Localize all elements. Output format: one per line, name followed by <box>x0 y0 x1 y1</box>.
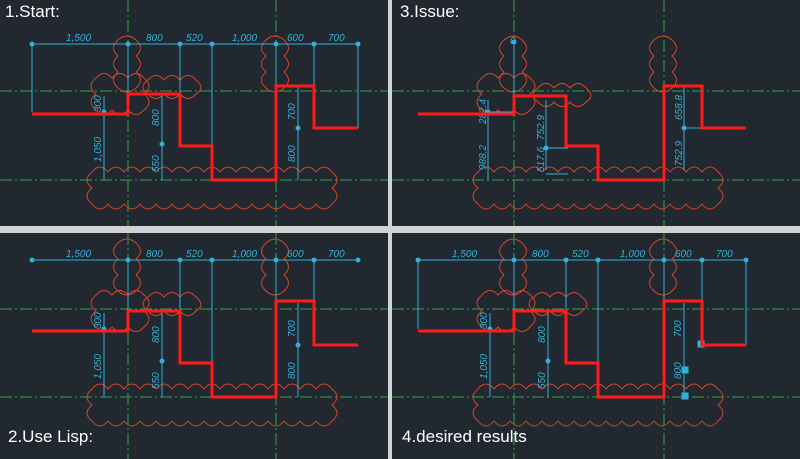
dim-vert-5: 700 <box>287 320 298 337</box>
dim-top-6: 700 <box>328 33 345 44</box>
panel-lisp: 1,500 800 520 1,000 600 700 300 1,050 80… <box>0 233 388 459</box>
caption-desired: 4.desired results <box>402 427 527 446</box>
dim-vert-4: 517.6 <box>536 147 547 172</box>
dim-vert-5: 700 <box>673 320 684 337</box>
dim-top-4: 1,000 <box>232 249 257 260</box>
red-profile-line <box>32 84 358 182</box>
dimension-lines <box>29 257 361 397</box>
dim-vert-3: 800 <box>537 326 548 343</box>
dim-top-2: 800 <box>146 33 163 44</box>
dim-top-5: 600 <box>287 33 304 44</box>
dim-top-2: 800 <box>146 249 163 260</box>
dim-vert-5: 658.8 <box>674 95 685 120</box>
dim-top-6: 700 <box>716 249 733 260</box>
dim-vert-6: 800 <box>673 362 684 379</box>
dim-top-1: 0 <box>510 36 516 47</box>
dimension-labels: 1,500 800 520 1,000 600 700 300 1,050 80… <box>66 33 345 172</box>
caption-start: 1.Start: <box>5 2 60 21</box>
dim-vert-3: 800 <box>151 326 162 343</box>
red-profile-line <box>418 299 746 399</box>
dim-vert-3: 752.9 <box>536 115 547 140</box>
dimension-lines <box>415 257 749 400</box>
red-profile-line <box>32 299 358 399</box>
dimension-lines <box>29 41 361 180</box>
dim-top-5: 600 <box>675 249 692 260</box>
dim-vert-2: 1,050 <box>479 354 490 379</box>
dimension-lines <box>485 39 704 180</box>
dimension-labels: 1,500 800 520 1,000 600 700 300 1,050 80… <box>452 249 733 389</box>
dim-top-4: 1,000 <box>232 33 257 44</box>
red-profile-line <box>418 84 746 182</box>
centerlines <box>392 0 800 226</box>
panel-start: 1,500 800 520 1,000 600 700 300 1,050 80… <box>0 0 388 226</box>
cad-drawing-desired: 1,500 800 520 1,000 600 700 300 1,050 80… <box>392 233 800 459</box>
dim-top-4: 1,000 <box>620 249 645 260</box>
cad-drawing-start: 1,500 800 520 1,000 600 700 300 1,050 80… <box>0 0 388 226</box>
dim-vert-6: 800 <box>287 145 298 162</box>
revision-clouds <box>86 35 338 210</box>
dim-vert-1: 282.4 <box>478 99 489 125</box>
dim-vert-6: 752.9 <box>674 141 685 166</box>
dim-top-5: 600 <box>287 249 304 260</box>
revision-clouds <box>86 238 338 427</box>
dim-vert-1: 300 <box>93 95 104 112</box>
dim-vert-3: 800 <box>151 109 162 126</box>
revision-clouds <box>472 35 724 210</box>
dim-top-3: 520 <box>186 33 203 44</box>
dim-top-3: 520 <box>186 249 203 260</box>
caption-lisp: 2.Use Lisp: <box>8 427 94 446</box>
dim-vert-1: 300 <box>93 312 104 329</box>
dim-top-6: 700 <box>328 249 345 260</box>
dim-top-1: 1,500 <box>452 249 477 260</box>
dim-top-1: 1,500 <box>66 33 91 44</box>
dim-vert-4: 550 <box>151 155 162 172</box>
dim-vert-5: 700 <box>287 103 298 120</box>
panel-issue: 0 282.4 988.2 752.9 517.6 658.8 752.9 3.… <box>392 0 800 226</box>
centerlines <box>0 0 388 226</box>
dim-vert-1: 300 <box>479 312 490 329</box>
dim-top-3: 520 <box>572 249 589 260</box>
dim-vert-4: 550 <box>151 372 162 389</box>
dim-vert-2: 1,050 <box>93 137 104 162</box>
dim-vert-6: 800 <box>287 362 298 379</box>
dim-vert-2: 1,050 <box>93 354 104 379</box>
revision-clouds <box>472 238 724 427</box>
panel-desired: 1,500 800 520 1,000 600 700 300 1,050 80… <box>392 233 800 459</box>
dim-vert-2: 988.2 <box>478 145 489 170</box>
caption-issue: 3.Issue: <box>400 2 460 21</box>
centerlines <box>392 233 800 459</box>
dimension-labels: 1,500 800 520 1,000 600 700 300 1,050 80… <box>66 249 345 389</box>
dim-top-1: 1,500 <box>66 249 91 260</box>
cad-drawing-lisp: 1,500 800 520 1,000 600 700 300 1,050 80… <box>0 233 388 459</box>
dim-vert-4: 550 <box>537 372 548 389</box>
dim-top-2: 800 <box>532 249 549 260</box>
dimension-labels: 0 282.4 988.2 752.9 517.6 658.8 752.9 <box>478 36 685 172</box>
cad-drawing-issue: 0 282.4 988.2 752.9 517.6 658.8 752.9 <box>392 0 800 226</box>
centerlines <box>0 233 388 459</box>
